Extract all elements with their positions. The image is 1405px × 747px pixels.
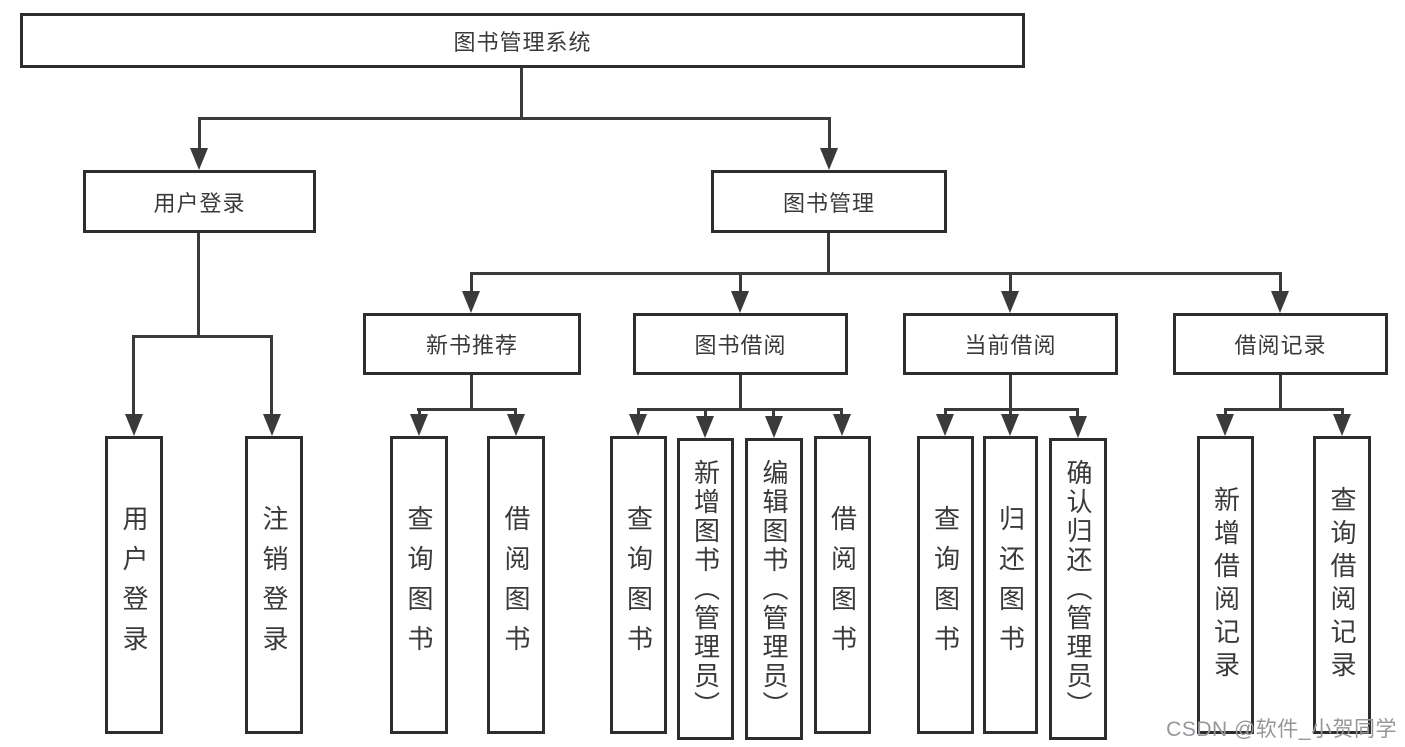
arrowhead-down-icon <box>1216 414 1234 436</box>
connector-vline <box>1279 272 1282 294</box>
node-book-management: 图书管理 <box>711 170 947 233</box>
arrowhead-down-icon <box>1001 291 1019 313</box>
node-leaf-logout: 注销登录 <box>245 436 303 734</box>
connector-vline <box>1341 408 1344 418</box>
node-user-login: 用户登录 <box>83 170 316 233</box>
node-leaf-query-borrow-record: 查询借阅记录 <box>1313 436 1371 734</box>
node-label: 用户登录 <box>119 505 149 665</box>
connector-vline <box>637 408 640 418</box>
connector-vline <box>1009 408 1012 418</box>
arrowhead-down-icon <box>1333 414 1351 436</box>
node-label: 图书借阅 <box>694 333 787 358</box>
node-leaf-borrow-book-1: 借阅图书 <box>487 436 545 734</box>
connector-vline <box>520 68 523 117</box>
connector-vline <box>772 408 775 420</box>
arrowhead-down-icon <box>263 414 281 436</box>
node-label: 借阅记录 <box>1234 333 1327 358</box>
connector-hline <box>470 272 1281 275</box>
connector-hline <box>198 117 831 120</box>
node-leaf-edit-book-admin: 编辑图书（管理员） <box>745 438 803 740</box>
connector-vline <box>704 408 707 420</box>
node-label: 借阅图书 <box>501 505 531 665</box>
node-label: 图书管理系统 <box>453 29 592 55</box>
node-label: 图书管理 <box>782 190 875 216</box>
node-label: 当前借阅 <box>964 333 1057 358</box>
node-label: 查询图书 <box>623 505 654 665</box>
arrowhead-down-icon <box>936 414 954 436</box>
connector-vline <box>418 408 421 418</box>
arrowhead-down-icon <box>1271 291 1289 313</box>
arrowhead-down-icon <box>507 414 525 436</box>
node-book-borrow: 图书借阅 <box>633 313 848 375</box>
connector-vline <box>827 233 830 272</box>
arrowhead-down-icon <box>125 414 143 436</box>
node-label: 新增图书（管理员） <box>690 458 721 720</box>
connector-vline <box>270 335 273 416</box>
connector-vline <box>1076 408 1079 420</box>
node-label: 编辑图书（管理员） <box>759 458 789 720</box>
arrowhead-down-icon <box>190 148 208 170</box>
node-label: 查询借阅记录 <box>1327 486 1357 684</box>
connector-vline <box>470 375 473 408</box>
node-leaf-query-book-1: 查询图书 <box>390 436 448 734</box>
connector-vline <box>514 408 517 418</box>
arrowhead-down-icon <box>833 414 851 436</box>
node-label: 注销登录 <box>259 505 289 665</box>
watermark: CSDN @软件_小贺同学 <box>1166 718 1397 741</box>
node-current-borrow: 当前借阅 <box>903 313 1118 375</box>
node-label: 借阅图书 <box>827 505 858 665</box>
arrowhead-down-icon <box>731 291 749 313</box>
arrowhead-down-icon <box>629 414 647 436</box>
node-label: 用户登录 <box>153 190 246 216</box>
node-borrow-records: 借阅记录 <box>1173 313 1388 375</box>
node-leaf-add-book-admin: 新增图书（管理员） <box>677 438 734 740</box>
connector-vline <box>198 117 201 154</box>
node-leaf-add-borrow-record: 新增借阅记录 <box>1197 436 1254 734</box>
node-leaf-query-book-2: 查询图书 <box>610 436 667 734</box>
node-label: 确认归还（管理员） <box>1063 458 1093 720</box>
connector-hline <box>637 408 843 411</box>
node-label: 新书推荐 <box>425 333 518 358</box>
arrowhead-down-icon <box>696 416 714 438</box>
connector-vline <box>739 272 742 294</box>
node-label: 归还图书 <box>995 505 1026 665</box>
connector-vline <box>944 408 947 418</box>
node-leaf-confirm-return-admin: 确认归还（管理员） <box>1049 438 1107 740</box>
connector-vline <box>1009 375 1012 408</box>
node-library-management-system: 图书管理系统 <box>20 13 1025 68</box>
arrowhead-down-icon <box>1001 414 1019 436</box>
node-leaf-return-book: 归还图书 <box>983 436 1038 734</box>
connector-vline <box>739 375 742 408</box>
node-label: 查询图书 <box>404 505 434 665</box>
arrowhead-down-icon <box>410 414 428 436</box>
node-leaf-query-book-3: 查询图书 <box>917 436 974 734</box>
node-label: 新增借阅记录 <box>1210 486 1241 684</box>
arrowhead-down-icon <box>820 148 838 170</box>
node-label: 查询图书 <box>930 505 961 665</box>
connector-vline <box>828 117 831 154</box>
connector-vline <box>1224 408 1227 418</box>
node-new-book-recommend: 新书推荐 <box>363 313 581 375</box>
connector-vline <box>132 335 135 416</box>
arrowhead-down-icon <box>462 291 480 313</box>
connector-hline <box>132 335 273 338</box>
connector-hline <box>1224 408 1343 411</box>
connector-vline <box>470 272 473 294</box>
node-leaf-user-login: 用户登录 <box>105 436 163 734</box>
arrowhead-down-icon <box>765 416 783 438</box>
connector-vline <box>840 408 843 418</box>
node-leaf-borrow-book-2: 借阅图书 <box>814 436 871 734</box>
connector-vline <box>1279 375 1282 408</box>
connector-vline <box>1009 272 1012 294</box>
connector-vline <box>197 233 200 335</box>
connector-hline <box>417 408 517 411</box>
arrowhead-down-icon <box>1069 416 1087 438</box>
